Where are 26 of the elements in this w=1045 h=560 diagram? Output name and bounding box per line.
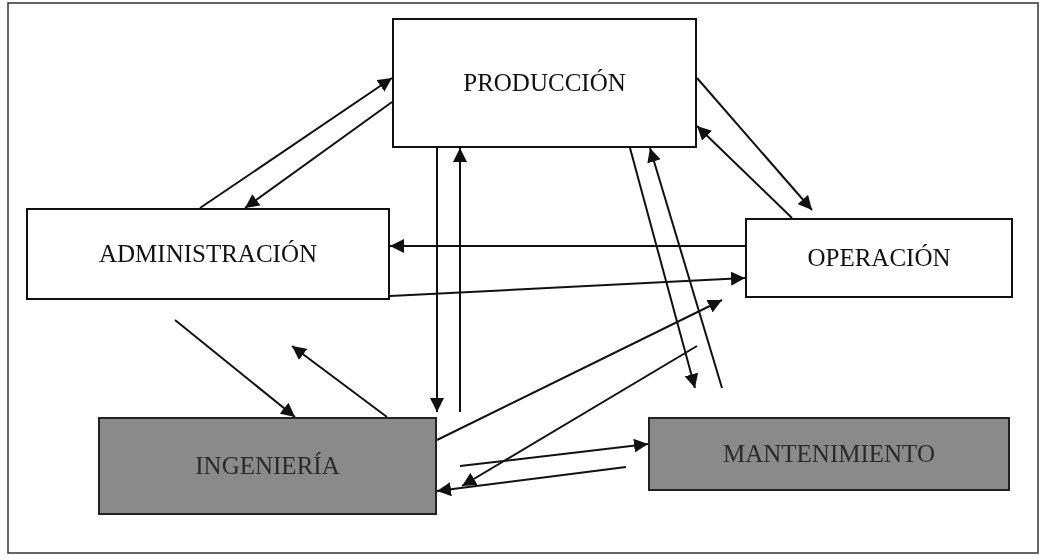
arrow [244, 101, 393, 209]
process-box [392, 18, 697, 148]
arrow [629, 147, 699, 389]
process-box [26, 208, 390, 300]
arrow [696, 77, 813, 211]
box-label: ADMINISTRACIÓN [98, 240, 318, 268]
box-label: PRODUCCIÓN [463, 69, 626, 97]
arrow [436, 299, 723, 441]
arrow [459, 438, 649, 467]
arrow [461, 345, 698, 487]
box-label: INGENIERÍA [195, 452, 340, 480]
process-box [745, 218, 1013, 298]
arrow [199, 77, 393, 209]
box-label: MANTENIMIENTO [723, 440, 935, 468]
arrow [389, 271, 746, 297]
arrow [647, 147, 723, 389]
arrow [389, 239, 746, 253]
arrow [436, 466, 627, 497]
arrow [291, 345, 388, 418]
shaded-box [98, 417, 437, 515]
arrow [174, 319, 296, 418]
arrow [430, 147, 444, 413]
box-label: OPERACIÓN [807, 244, 951, 272]
shaded-box [648, 417, 1010, 491]
arrow [696, 125, 793, 219]
arrow [453, 147, 467, 413]
